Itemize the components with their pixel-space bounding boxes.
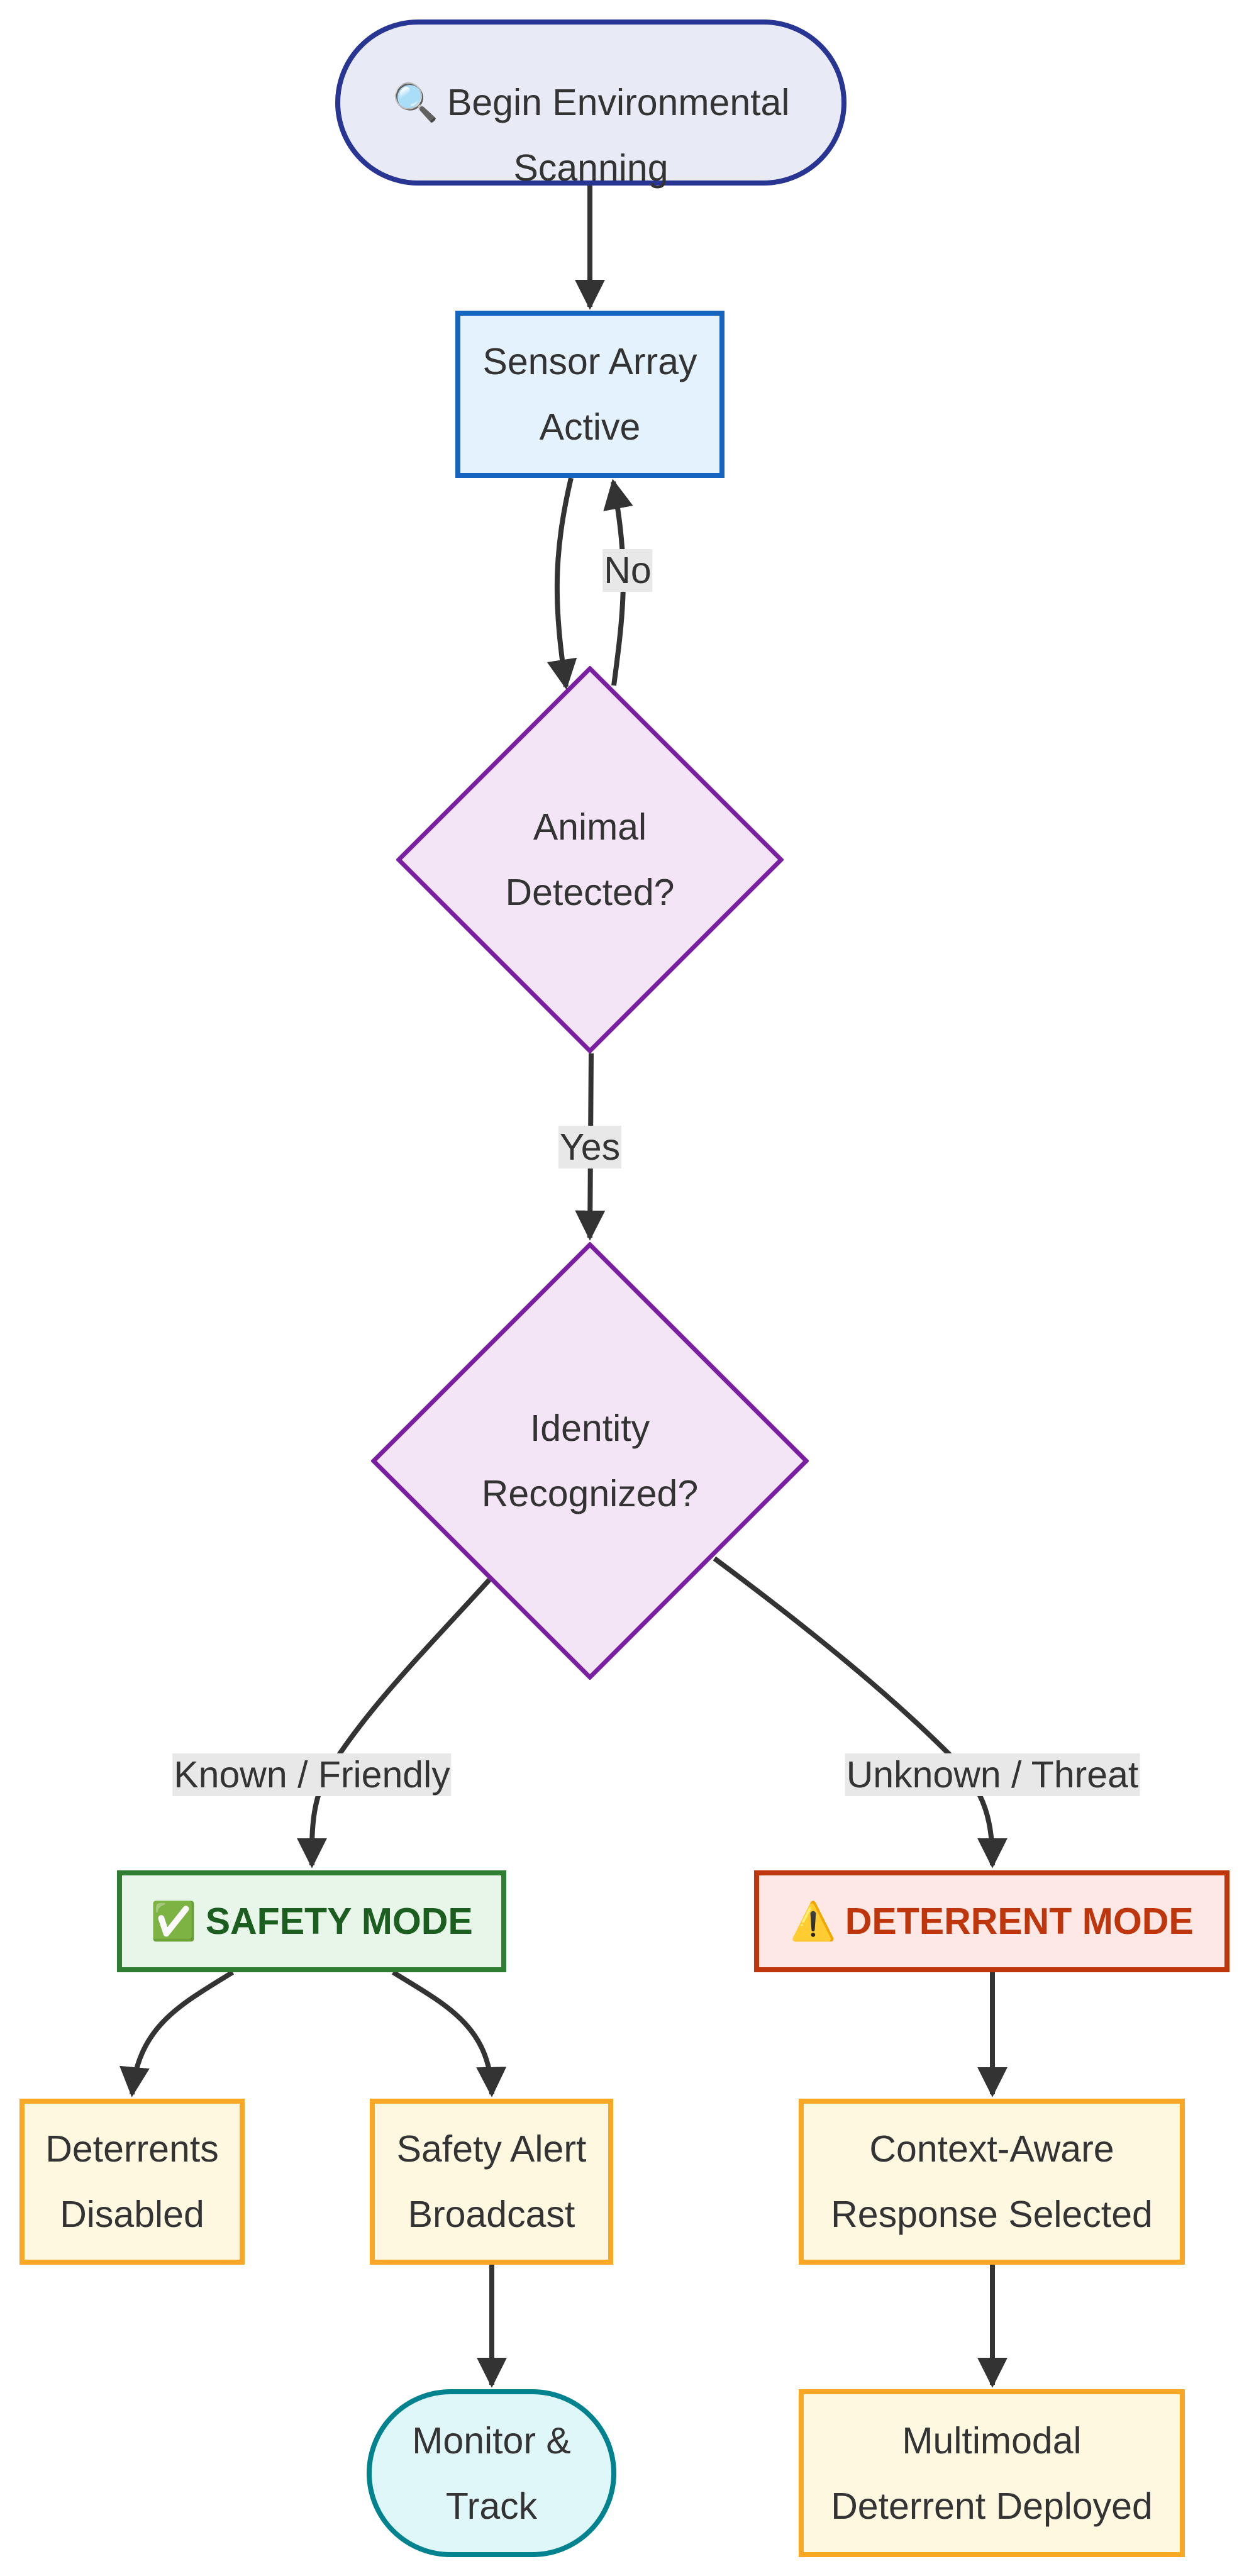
edge-identity-deterrent bbox=[713, 1556, 1008, 1868]
edge-safety-disabled bbox=[119, 1970, 235, 2097]
edge-safety-alert bbox=[391, 1970, 507, 2097]
sensor-array-label: Sensor Array Active bbox=[482, 341, 697, 448]
sensor-array-node[interactable]: Sensor Array Active bbox=[455, 311, 724, 478]
edge-label-known-friendly: Known / Friendly bbox=[172, 1753, 452, 1796]
context-aware-label: Context-Aware Response Selected bbox=[831, 2128, 1153, 2235]
deterrent-mode-label: DETERRENT MODE bbox=[845, 1901, 1194, 1942]
identity-recognized-decision[interactable]: Identity Recognized? bbox=[371, 1242, 809, 1680]
safety-alert-node[interactable]: Safety Alert Broadcast bbox=[370, 2099, 613, 2265]
decision-diamond-shape bbox=[396, 666, 784, 1053]
safety-alert-label: Safety Alert Broadcast bbox=[396, 2128, 587, 2235]
multimodal-deterrent-node[interactable]: Multimodal Deterrent Deployed bbox=[799, 2389, 1185, 2557]
identity-recognized-label: Identity Recognized? bbox=[481, 1407, 699, 1514]
context-aware-node[interactable]: Context-Aware Response Selected bbox=[799, 2099, 1185, 2265]
deterrents-disabled-label: Deterrents Disabled bbox=[45, 2128, 219, 2235]
edge-label-unknown-threat: Unknown / Threat bbox=[845, 1753, 1140, 1796]
monitor-track-node[interactable]: Monitor & Track bbox=[367, 2389, 616, 2557]
multimodal-deterrent-label: Multimodal Deterrent Deployed bbox=[831, 2419, 1153, 2527]
deterrent-mode-node[interactable]: ⚠️ DETERRENT MODE bbox=[754, 1870, 1230, 1972]
deterrents-disabled-node[interactable]: Deterrents Disabled bbox=[19, 2099, 245, 2265]
animal-detected-decision[interactable]: Animal Detected? bbox=[396, 666, 784, 1053]
start-label: Begin Environmental Scanning bbox=[447, 82, 790, 189]
magnifying-glass-icon: 🔍 bbox=[392, 80, 439, 124]
check-mark-button-icon: ✅ bbox=[150, 1899, 197, 1943]
warning-icon: ⚠️ bbox=[790, 1899, 836, 1943]
edge-label-yes: Yes bbox=[558, 1126, 622, 1169]
animal-detected-label: Animal Detected? bbox=[505, 806, 675, 913]
edge-sensor-animal bbox=[547, 477, 577, 690]
start-node[interactable]: 🔍Begin Environmental Scanning bbox=[335, 19, 847, 189]
edge-label-no: No bbox=[602, 549, 653, 592]
safety-mode-label: SAFETY MODE bbox=[205, 1901, 473, 1942]
safety-mode-node[interactable]: ✅ SAFETY MODE bbox=[117, 1870, 506, 1972]
edge-identity-safety bbox=[296, 1578, 491, 1868]
monitor-track-label: Monitor & Track bbox=[412, 2419, 571, 2527]
decision-diamond-shape bbox=[371, 1242, 809, 1680]
